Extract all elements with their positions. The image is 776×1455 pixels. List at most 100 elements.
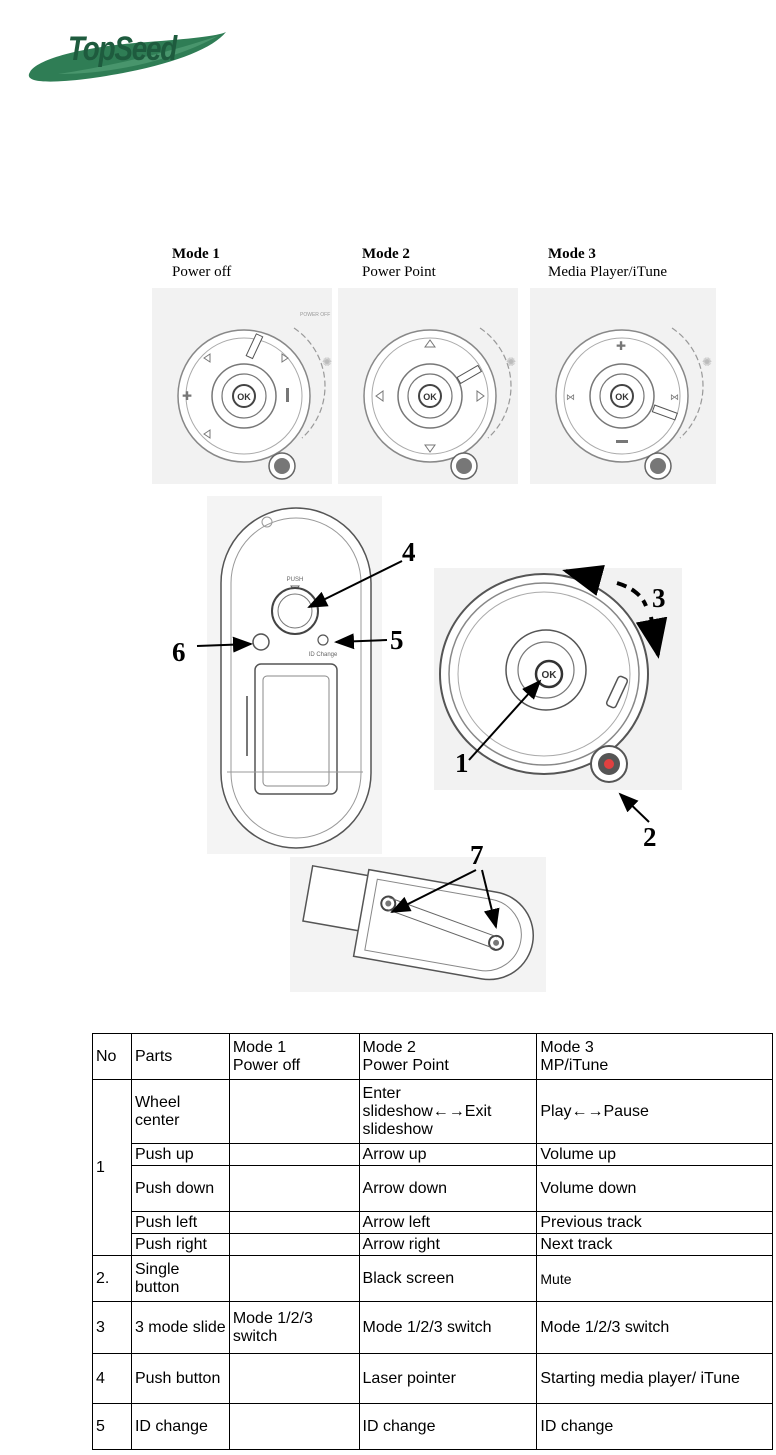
row-part: Push left <box>130 1211 230 1234</box>
svg-text:OK: OK <box>237 392 251 402</box>
table-row: 4 Push button Laser pointer Starting med… <box>92 1353 773 1404</box>
row-mode3: Mode 1/2/3 switch <box>536 1301 773 1354</box>
table-row: 3 3 mode slide Mode 1/2/3 switch Mode 1/… <box>92 1301 773 1354</box>
row-mode3: Volume down <box>536 1165 773 1212</box>
row-mode3: Mute <box>536 1255 773 1302</box>
svg-text:✚: ✚ <box>182 389 192 403</box>
row-mode2: Mode 1/2/3 switch <box>358 1301 538 1354</box>
row-part: Push button <box>130 1353 230 1404</box>
row-mode2: Arrow left <box>358 1211 538 1234</box>
table-row: Push down Arrow down Volume down <box>93 1165 773 1212</box>
mode-title: Mode 1 <box>172 246 220 262</box>
row-mode2: Arrow right <box>358 1233 538 1256</box>
header-line: MP/iTune <box>540 1056 609 1074</box>
part-text: Wheel center <box>134 1093 181 1129</box>
table-row: 1 Wheel center Enter slideshow←→Exit sli… <box>92 1079 773 1256</box>
topseed-logo: TopSeed <box>28 28 228 90</box>
mode-3-wheel-image: OK ✚ ⋈ ⋈ ✺ <box>530 288 716 484</box>
header-line: Mode 3 <box>540 1038 594 1056</box>
mode-subtitle: Power Point <box>362 264 436 280</box>
row-part: Push down <box>130 1165 230 1212</box>
row-part: Wheel center <box>130 1079 230 1144</box>
remote-body-icon: PUSH ID Change <box>220 507 372 849</box>
row-mode1 <box>228 1403 360 1450</box>
row-no: 5 <box>92 1403 132 1450</box>
mode-3-caption: Mode 3 Media Player/iTune <box>548 245 667 281</box>
row-mode3: Volume up <box>536 1143 773 1166</box>
row-mode1 <box>228 1165 360 1212</box>
svg-text:OK: OK <box>423 392 437 402</box>
wheel-detail-icon: OK <box>439 573 649 783</box>
row-mode1 <box>228 1353 360 1404</box>
header-line: Power Point <box>362 1056 449 1074</box>
table-row: Push right Arrow right Next track <box>93 1233 773 1256</box>
row-mode3: ID change <box>536 1403 773 1450</box>
svg-text:ID Change: ID Change <box>309 652 338 658</box>
row-mode2: Arrow up <box>358 1143 538 1166</box>
row-mode1: Mode 1/2/3 switch <box>228 1301 360 1354</box>
row-mode1 <box>228 1211 360 1234</box>
remote-front-image: PUSH ID Change <box>207 496 382 854</box>
header-line: Mode 2 <box>362 1038 416 1056</box>
callout-4: 4 <box>402 537 416 567</box>
row-part: Single button <box>130 1255 230 1302</box>
callout-5: 5 <box>390 625 404 655</box>
svg-text:✺: ✺ <box>702 355 712 369</box>
table-row: Push left Arrow left Previous track <box>93 1211 773 1234</box>
mode-2-caption: Mode 2 Power Point <box>362 245 436 281</box>
callout-2: 2 <box>643 822 657 852</box>
row-no: 1 <box>92 1079 132 1256</box>
svg-text:✚: ✚ <box>616 339 626 353</box>
mode-subtitle: Media Player/iTune <box>548 264 668 280</box>
mode-subtitle: Power off <box>172 264 232 280</box>
svg-text:✺: ✺ <box>322 355 332 369</box>
mode-2-wheel-image: OK ✺ <box>338 288 518 484</box>
svg-text:OK: OK <box>542 670 558 681</box>
row-part: Push up <box>130 1143 230 1166</box>
callout-arrows-wheel <box>468 565 668 823</box>
push-label: PUSH <box>287 577 304 583</box>
callout-arrows-remote <box>196 560 403 653</box>
row-part: Push right <box>130 1233 230 1256</box>
logo-text: TopSeed <box>68 30 177 68</box>
mode-wheel-icon: OK ✺ <box>363 327 516 480</box>
row-mode1 <box>228 1143 360 1166</box>
mode-wheel-icon: OK ✚ ⋈ ⋈ ✺ <box>555 327 712 480</box>
row-part: ID change <box>130 1403 230 1450</box>
row-part: 3 mode slide <box>130 1301 230 1354</box>
row-mode2: Laser pointer <box>358 1353 538 1404</box>
row-mode3: Previous track <box>536 1211 773 1234</box>
svg-text:✺: ✺ <box>506 355 516 369</box>
row-mode1 <box>228 1233 360 1256</box>
mode-title: Mode 2 <box>362 246 410 262</box>
callout-1: 1 <box>455 748 469 778</box>
row-mode3: Starting media player/ iTune <box>536 1353 773 1404</box>
row-no: 3 <box>92 1301 132 1354</box>
mode-wheel-icon: OK ✚ ✺ POWER OFF <box>177 312 332 480</box>
row-mode2: Black screen <box>358 1255 538 1302</box>
row-no: 2. <box>92 1255 132 1302</box>
callout-7: 7 <box>470 840 484 870</box>
logo-swoosh-icon <box>28 32 226 82</box>
row-mode3: Play←→Pause <box>536 1079 773 1144</box>
row-no: 4 <box>92 1353 132 1404</box>
row-mode1 <box>228 1079 360 1144</box>
table-row: 2. Single button Black screen Mute <box>92 1255 773 1302</box>
callout-3: 3 <box>652 583 666 613</box>
table-row: 5 ID change ID change ID change <box>92 1403 773 1450</box>
mode-1-caption: Mode 1 Power off <box>172 245 231 281</box>
svg-text:⋈: ⋈ <box>566 392 575 402</box>
mode-1-wheel-image: OK ✚ ✺ POWER OFF <box>152 288 332 484</box>
svg-text:POWER OFF: POWER OFF <box>300 312 330 318</box>
svg-text:⋈: ⋈ <box>670 392 679 402</box>
row-mode3: Next track <box>536 1233 773 1256</box>
header-line: Mode 1 <box>232 1038 287 1056</box>
header-no: No <box>92 1033 132 1080</box>
header-line: Power off <box>232 1056 301 1074</box>
callout-arrows-clip <box>390 869 500 929</box>
callout-6: 6 <box>172 637 186 667</box>
table-row: Push up Arrow up Volume up <box>93 1143 773 1166</box>
